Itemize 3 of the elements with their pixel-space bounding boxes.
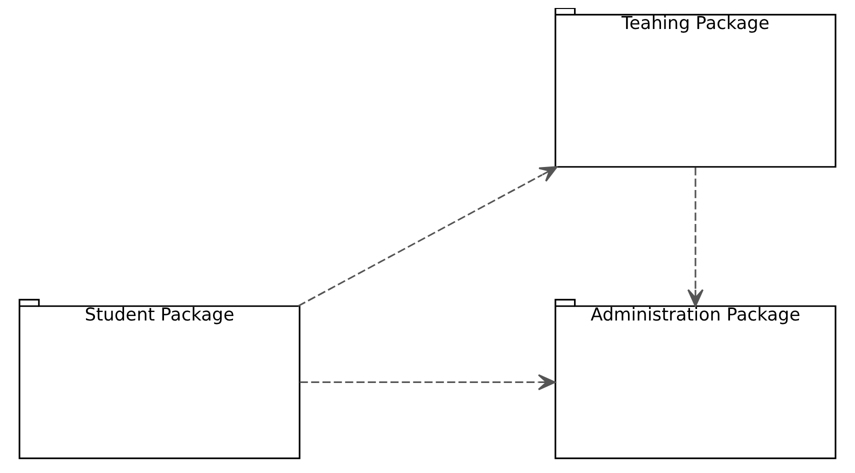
arrow [300, 374, 556, 390]
arrow [687, 167, 704, 307]
arrow [298, 166, 558, 307]
